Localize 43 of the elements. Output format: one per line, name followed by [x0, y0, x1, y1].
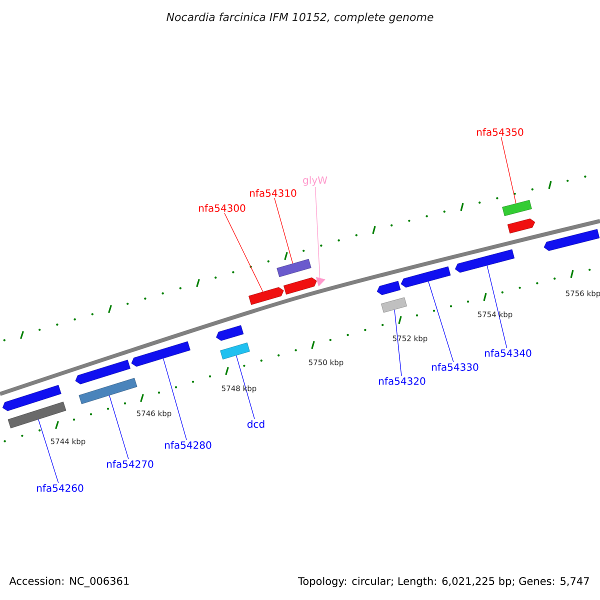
- gene-label: nfa54270: [107, 460, 154, 468]
- leader-line: [163, 358, 187, 440]
- gene-box: [8, 402, 66, 428]
- gene-label: nfa54330: [432, 363, 478, 371]
- leader-line: [394, 309, 402, 376]
- leader-line: [274, 198, 294, 264]
- gene-block: [284, 277, 317, 295]
- gene-block: [376, 280, 401, 296]
- gene-block: [216, 325, 244, 341]
- leader-line: [236, 355, 255, 420]
- leader-line: [428, 281, 454, 362]
- gene-label: nfa54260: [37, 484, 84, 492]
- gene-block: [2, 384, 62, 412]
- gene-triangle: [316, 277, 326, 286]
- title: Nocardia farcinica IFM 10152, complete genome: [166, 12, 434, 24]
- gene-box: [381, 297, 407, 313]
- gene-label: nfa54340: [485, 349, 532, 357]
- gene-box: [78, 378, 138, 404]
- leader-line: [486, 265, 508, 348]
- gene-block: [544, 229, 600, 251]
- gene-label: nfa54320: [379, 377, 426, 385]
- gene-box: [220, 342, 250, 360]
- leader-line: [500, 136, 516, 204]
- gene-label: nfa54280: [165, 441, 212, 449]
- footer-text: Accession: NC_006361: [9, 576, 129, 588]
- leader-line: [109, 395, 129, 460]
- gene-block: [454, 249, 515, 273]
- leader-line: [224, 212, 264, 292]
- gene-block: [75, 360, 130, 384]
- gene-label: nfa54350: [477, 128, 524, 136]
- gene-block: [131, 341, 190, 367]
- gene-box: [276, 258, 312, 278]
- leader-line: [38, 419, 59, 484]
- leader-line: [315, 186, 320, 278]
- gene-block: [248, 287, 284, 305]
- gene-block: [400, 266, 451, 288]
- gene-block: [507, 218, 536, 234]
- gene-label: glyW: [303, 176, 328, 186]
- gene-label: nfa54300: [199, 204, 246, 212]
- gene-box: [502, 200, 532, 216]
- gene-label: dcd: [247, 420, 264, 428]
- footer-text: Topology: circular; Length: 6,021,225 bp; Genes: 5,747: [298, 576, 589, 588]
- gene-label: nfa54310: [250, 189, 296, 197]
